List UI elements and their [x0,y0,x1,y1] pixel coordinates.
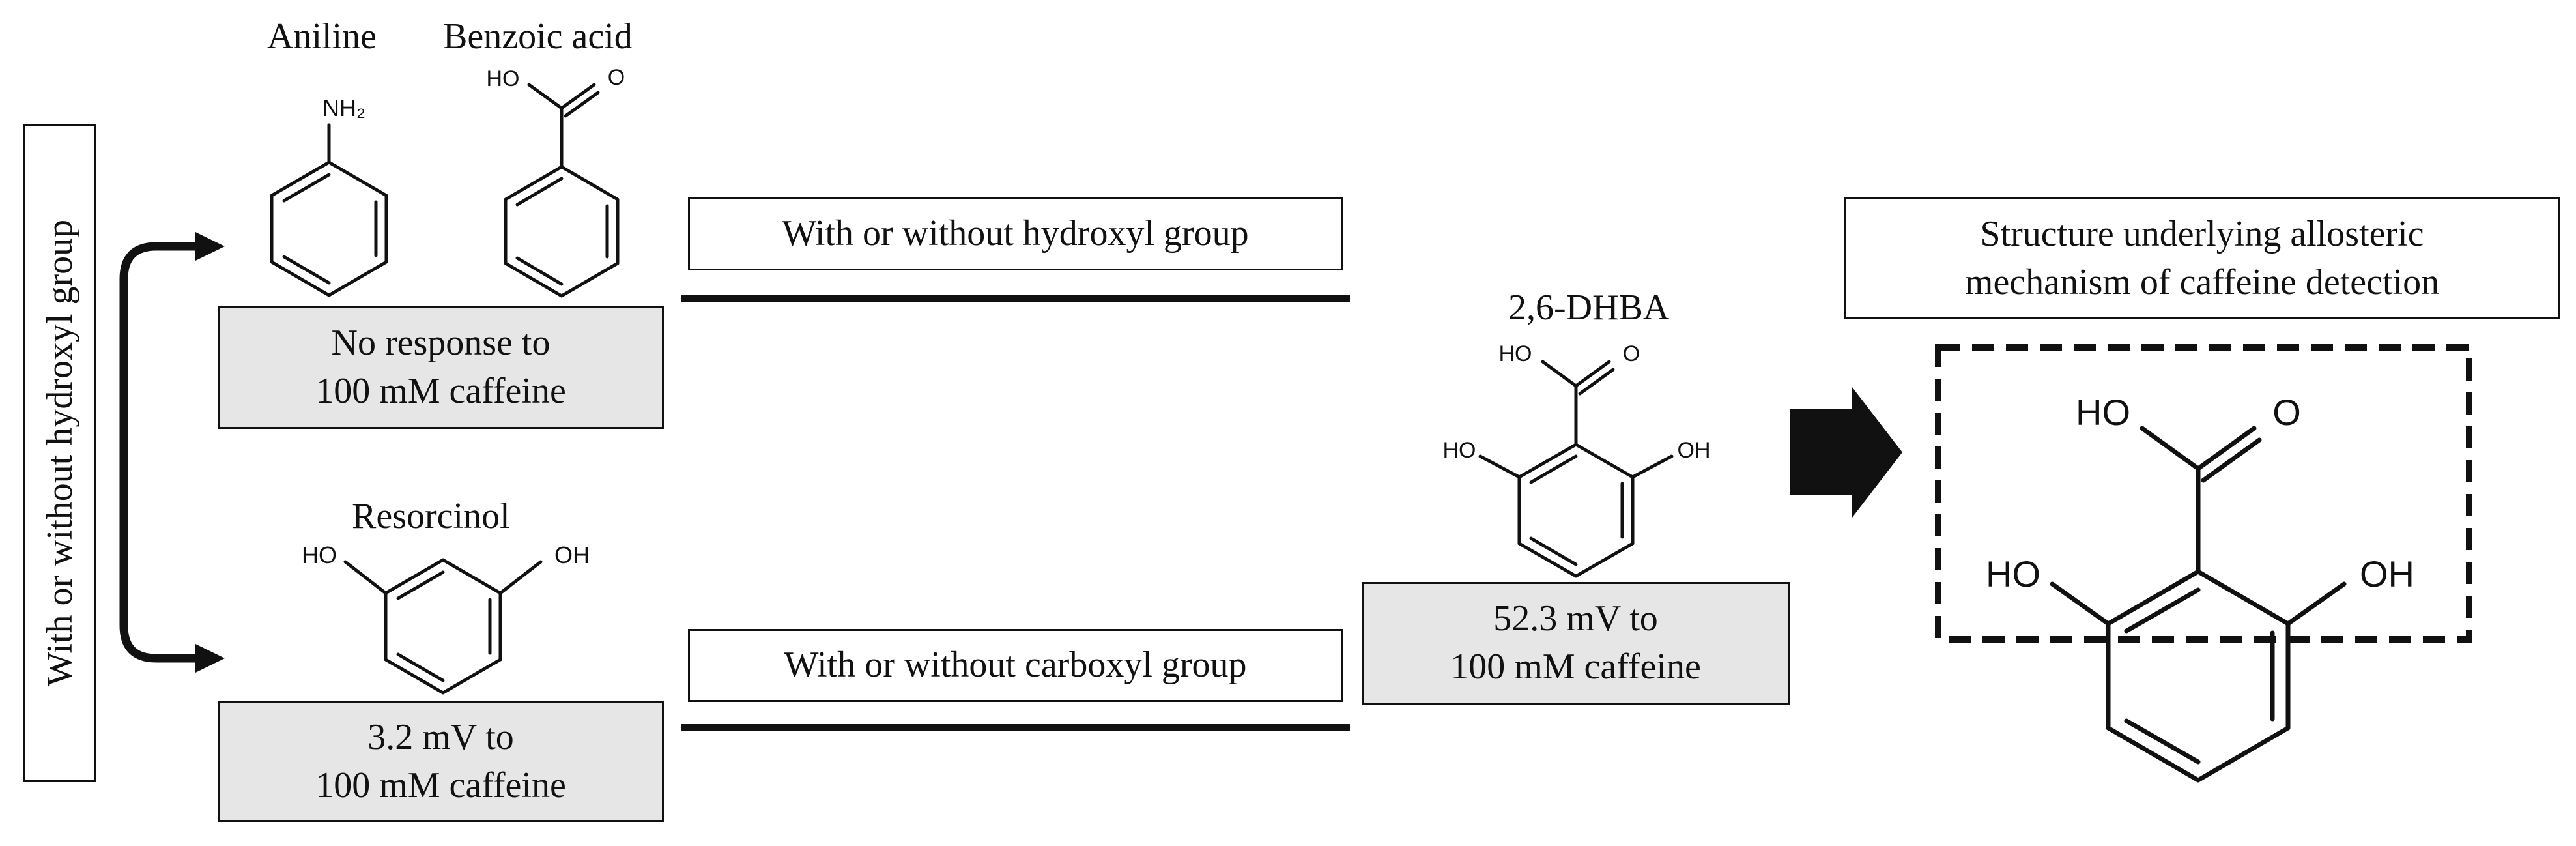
vertical-relation-box [23,124,96,782]
response-aniline-benzoic-line2: 100 mM caffeine [315,371,566,411]
resorcinol-oh-right-label: OH [554,542,590,568]
dhba-cooh-o-label: O [1623,342,1640,366]
response-aniline-benzoic-line1: No response to [331,323,551,364]
bracket-arrowhead-top [195,232,225,261]
conclusion-cooh-oh-label: HO [2076,392,2130,433]
conclusion-cooh-o-label: O [2272,392,2301,433]
result-arrow [1790,387,1902,518]
dhba-structure [1478,360,1674,578]
top-relation-label: With or without hydroxyl group [782,213,1249,254]
conclusion-structure [2050,426,2347,783]
aniline-nh2-label: NH₂ [322,95,365,121]
vertical-relation-label: With or without hydroxyl group [40,219,80,687]
bottom-relation-box: With or without carboxyl group [688,629,1343,702]
benzoic-acid-name: Benzoic acid [443,16,633,57]
aniline-name: Aniline [267,16,377,57]
conclusion-oh-left-label: HO [1986,553,2040,594]
conclusion-box: Structure underlying allosteric mechanis… [1844,197,2560,319]
aniline-structure [270,123,388,297]
dhba-oh-left-label: HO [1443,438,1476,463]
bracket-line [119,242,212,663]
resorcinol-structure [343,558,543,695]
response-box-aniline-benzoic: No response to 100 mM caffeine [218,306,664,429]
response-dhba-line2: 100 mM caffeine [1450,647,1701,687]
conclusion-line1: Structure underlying allosteric [1980,213,2424,254]
response-box-resorcinol: 3.2 mV to 100 mM caffeine [218,701,664,822]
dhba-name: 2,6-DHBA [1508,287,1670,328]
dhba-oh-right-label: OH [1678,438,1711,463]
response-box-dhba: 52.3 mV to 100 mM caffeine [1362,582,1790,705]
bottom-relation-label: With or without carboxyl group [784,645,1247,686]
resorcinol-name: Resorcinol [352,496,510,536]
benzoic-acid-o-label: O [608,65,625,90]
response-resorcinol-line2: 100 mM caffeine [315,765,566,806]
benzoic-acid-structure [504,83,620,298]
conclusion-oh-right-label: OH [2360,553,2414,594]
conclusion-line2: mechanism of caffeine detection [1964,261,2440,302]
bracket-arrowhead-bottom [195,644,225,673]
top-relation-box: With or without hydroxyl group [688,197,1343,270]
dhba-cooh-oh-label: HO [1499,342,1532,366]
response-dhba-line1: 52.3 mV to [1493,598,1658,639]
response-resorcinol-line1: 3.2 mV to [367,716,514,757]
highlight-dashed-box [1935,344,2472,643]
resorcinol-oh-left-label: HO [302,542,337,568]
benzoic-acid-oh-label: HO [487,66,520,91]
